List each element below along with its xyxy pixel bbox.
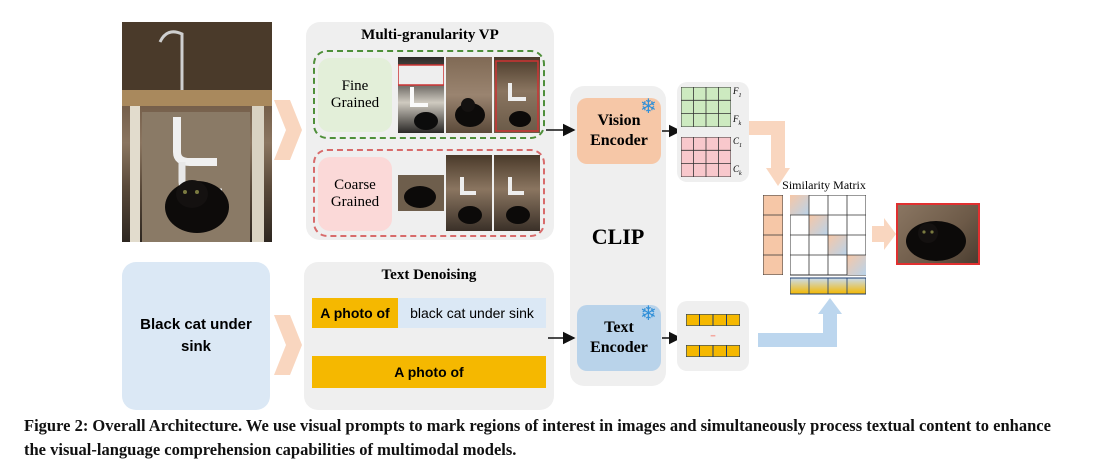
prompt-prefix-chip: A photo of <box>312 298 398 328</box>
coarse-grained-text: Coarse Grained <box>330 177 380 210</box>
output-image <box>896 203 980 265</box>
text-encoder-text: Text Encoder <box>590 319 648 356</box>
arrow-image-feat-to-sim <box>740 121 785 170</box>
vision-encoder-box: Vision Encoder <box>577 98 661 164</box>
similarity-image-column <box>763 195 783 275</box>
input-image <box>122 22 272 242</box>
vision-encoder-text: Vision Encoder <box>590 112 648 149</box>
prompt-only-text: A photo of <box>394 364 464 380</box>
fine-grained-text: Fine Grained <box>330 78 380 111</box>
c-last-label: Ck <box>733 164 742 177</box>
fine-grained-label: Fine Grained <box>318 58 392 132</box>
text-encoder-box: Text Encoder <box>577 305 661 371</box>
fine-thumb-2 <box>446 57 492 133</box>
coarse-thumb-1 <box>398 175 444 211</box>
text-denoising-title: Text Denoising <box>381 266 477 283</box>
prompt-class-text: black cat under sink <box>410 305 534 321</box>
coarse-feature-grid <box>681 137 731 177</box>
arrow-sim-to-output <box>872 218 896 250</box>
prompt-prefix-text: A photo of <box>320 305 390 321</box>
text-features-panel <box>677 301 749 371</box>
fine-grained-box <box>313 50 545 139</box>
fine-thumb-3 <box>494 57 540 133</box>
coarse-grained-label: Coarse Grained <box>318 157 392 231</box>
arrow-image-to-vp <box>274 100 302 160</box>
vision-snowflake-icon: ❄ <box>640 94 657 118</box>
text-feature-row-2 <box>686 345 740 357</box>
coarse-thumb-2 <box>446 155 492 231</box>
prompt-class-chip: black cat under sink <box>398 298 546 328</box>
input-text: Black cat under sink <box>140 316 252 355</box>
coarse-thumb-3 <box>494 155 540 231</box>
similarity-matrix-title: Similarity Matrix <box>782 177 866 192</box>
clip-label: CLIP <box>591 224 645 249</box>
arrow-image-feat-to-sim-head <box>766 168 790 186</box>
c-first-label: C1 <box>733 136 743 149</box>
f-last-label: Fk <box>733 114 742 127</box>
fine-feature-grid <box>681 87 731 127</box>
text-snowflake-icon: ❄ <box>640 301 657 325</box>
minus-sign: - <box>710 323 716 344</box>
arrow-text-feat-to-sim <box>758 312 837 347</box>
figure-caption: Figure 2: Overall Architecture. We use v… <box>24 416 1051 459</box>
prompt-only-chip: A photo of <box>312 356 546 388</box>
arrow-text-feat-to-sim-head <box>818 298 842 314</box>
vp-title: Multi-granularity VP <box>361 26 499 43</box>
text-feature-row-1 <box>686 314 740 326</box>
arrow-text-to-denoise <box>274 315 302 375</box>
fine-thumb-1 <box>398 57 444 133</box>
coarse-grained-box <box>313 149 545 237</box>
input-text-box: Black cat under sink <box>122 262 270 410</box>
f-first-label: F1 <box>733 86 742 99</box>
similarity-matrix-grid <box>790 195 866 295</box>
